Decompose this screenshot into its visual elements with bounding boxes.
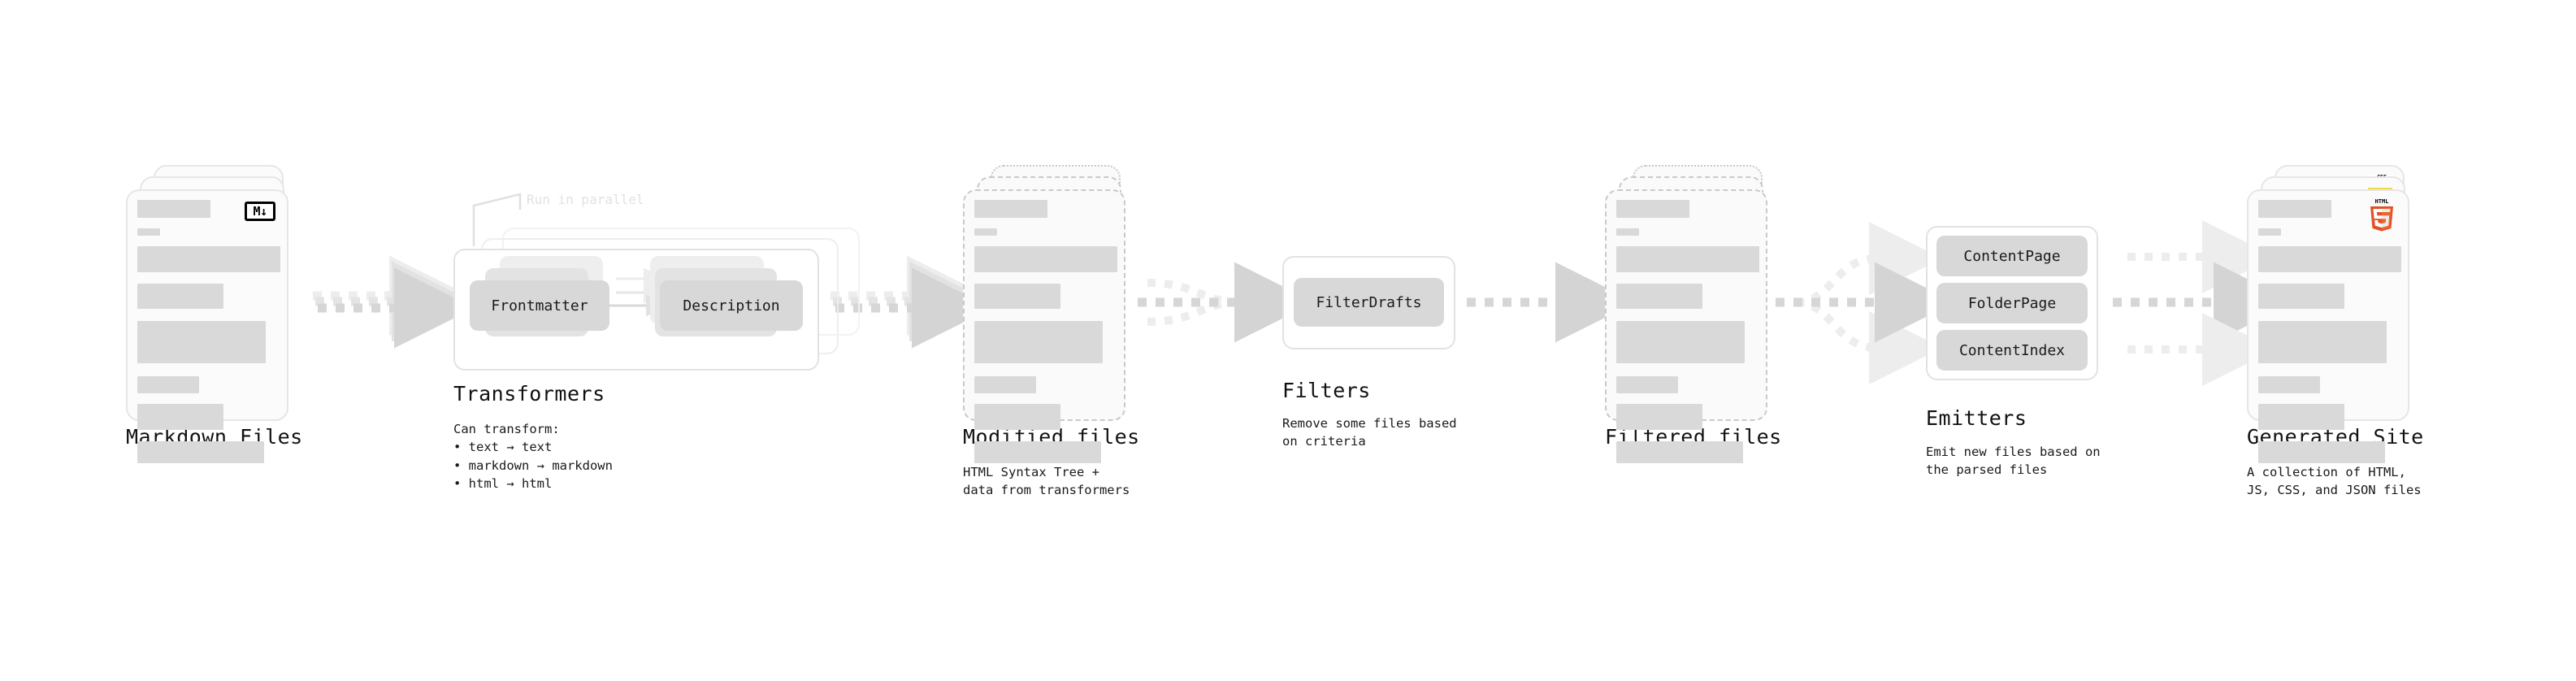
skeleton-bar xyxy=(2258,404,2344,430)
skeleton-bar xyxy=(1616,404,1702,430)
skeleton-bar xyxy=(137,404,223,430)
skeleton-bar xyxy=(1616,376,1678,394)
skeleton-bar xyxy=(1616,228,1639,236)
skeleton-bar xyxy=(974,246,1117,272)
skeleton-bar xyxy=(974,284,1060,310)
generated-site-stack: CSS HTML xyxy=(2247,165,2422,463)
skeleton-bar xyxy=(2258,228,2281,236)
skeleton-bar xyxy=(2258,246,2401,272)
emitter-chip-contentpage[interactable]: ContentPage xyxy=(1936,236,2088,276)
filter-chip-filterdrafts[interactable]: FilterDrafts xyxy=(1294,278,1444,327)
transformers-subtitle: Can transform: • text → text • markdown … xyxy=(453,420,722,493)
transformers-subtitle-item-0: • text → text xyxy=(453,440,553,455)
filters-subtitle: Remove some files based on criteria xyxy=(1282,416,1457,449)
run-in-parallel-label: Run in parallel xyxy=(527,192,644,207)
skeleton-bar xyxy=(974,376,1036,394)
skeleton-bar xyxy=(137,228,160,236)
skeleton-bar xyxy=(974,228,997,236)
markdown-badge-front: M↓ xyxy=(245,202,275,221)
skeleton-bar xyxy=(137,200,210,218)
skeleton-bar xyxy=(137,320,266,364)
skeleton-bar xyxy=(2258,200,2331,218)
filters-title: Filters xyxy=(1282,379,1371,402)
skeleton-bar xyxy=(137,246,280,272)
skeleton-bar xyxy=(2258,320,2387,364)
skeleton-bar xyxy=(2258,440,2385,463)
modified-files-subtitle: HTML Syntax Tree + data from transformer… xyxy=(963,465,1130,498)
skeleton-bar xyxy=(137,376,199,394)
skeleton-bar xyxy=(1616,246,1759,272)
html5-badge-wordmark: HTML xyxy=(2375,198,2389,205)
transformers-subtitle-intro: Can transform: xyxy=(453,422,560,436)
transformers-subtitle-item-1: • markdown → markdown xyxy=(453,458,613,473)
markdown-card-front: M↓ xyxy=(126,189,288,463)
generated-site-subtitle: A collection of HTML, JS, CSS, and JSON … xyxy=(2247,465,2422,498)
transformer-chip-description[interactable]: Description xyxy=(660,280,803,331)
skeleton-bar xyxy=(1616,200,1689,218)
generated-card-front-html: HTML xyxy=(2247,189,2409,463)
markdown-files-stack: M↓ M↓ M↓ xyxy=(126,165,301,463)
transformers-subtitle-item-2: • html → html xyxy=(453,476,553,492)
modified-card-front xyxy=(963,189,1125,463)
emitters-subtitle: Emit new files based on the parsed files xyxy=(1926,445,2101,478)
skeleton-bar xyxy=(2258,284,2344,310)
html5-badge: HTML xyxy=(2367,197,2396,232)
filtered-card-front xyxy=(1605,189,1767,463)
arrow-markdown-to-transformers xyxy=(313,255,475,349)
emitter-chip-contentindex[interactable]: ContentIndex xyxy=(1936,330,2088,371)
skeleton-bar xyxy=(137,284,223,310)
skeleton-bar xyxy=(1616,284,1702,310)
skeleton-bar xyxy=(2258,376,2320,394)
filtered-files-stack xyxy=(1605,165,1780,463)
skeleton-bar xyxy=(974,404,1060,430)
skeleton-bar xyxy=(974,200,1047,218)
emitter-chip-folderpage[interactable]: FolderPage xyxy=(1936,283,2088,323)
arrow-filtered-to-emitters xyxy=(1776,222,1955,384)
skeleton-bar xyxy=(1616,320,1745,364)
transformers-title: Transformers xyxy=(453,382,605,406)
emitters-title: Emitters xyxy=(1926,406,2027,430)
skeleton-bar xyxy=(974,440,1101,463)
skeleton-bar xyxy=(974,320,1103,364)
arrow-modified-to-filters xyxy=(1138,262,1315,343)
skeleton-bar xyxy=(1616,440,1743,463)
html5-shield-icon: HTML xyxy=(2370,198,2393,232)
modified-files-stack xyxy=(963,165,1138,463)
skeleton-bar xyxy=(137,440,264,463)
transformer-chip-frontmatter[interactable]: Frontmatter xyxy=(470,280,609,331)
arrow-emitters-to-generated xyxy=(2113,220,2294,386)
